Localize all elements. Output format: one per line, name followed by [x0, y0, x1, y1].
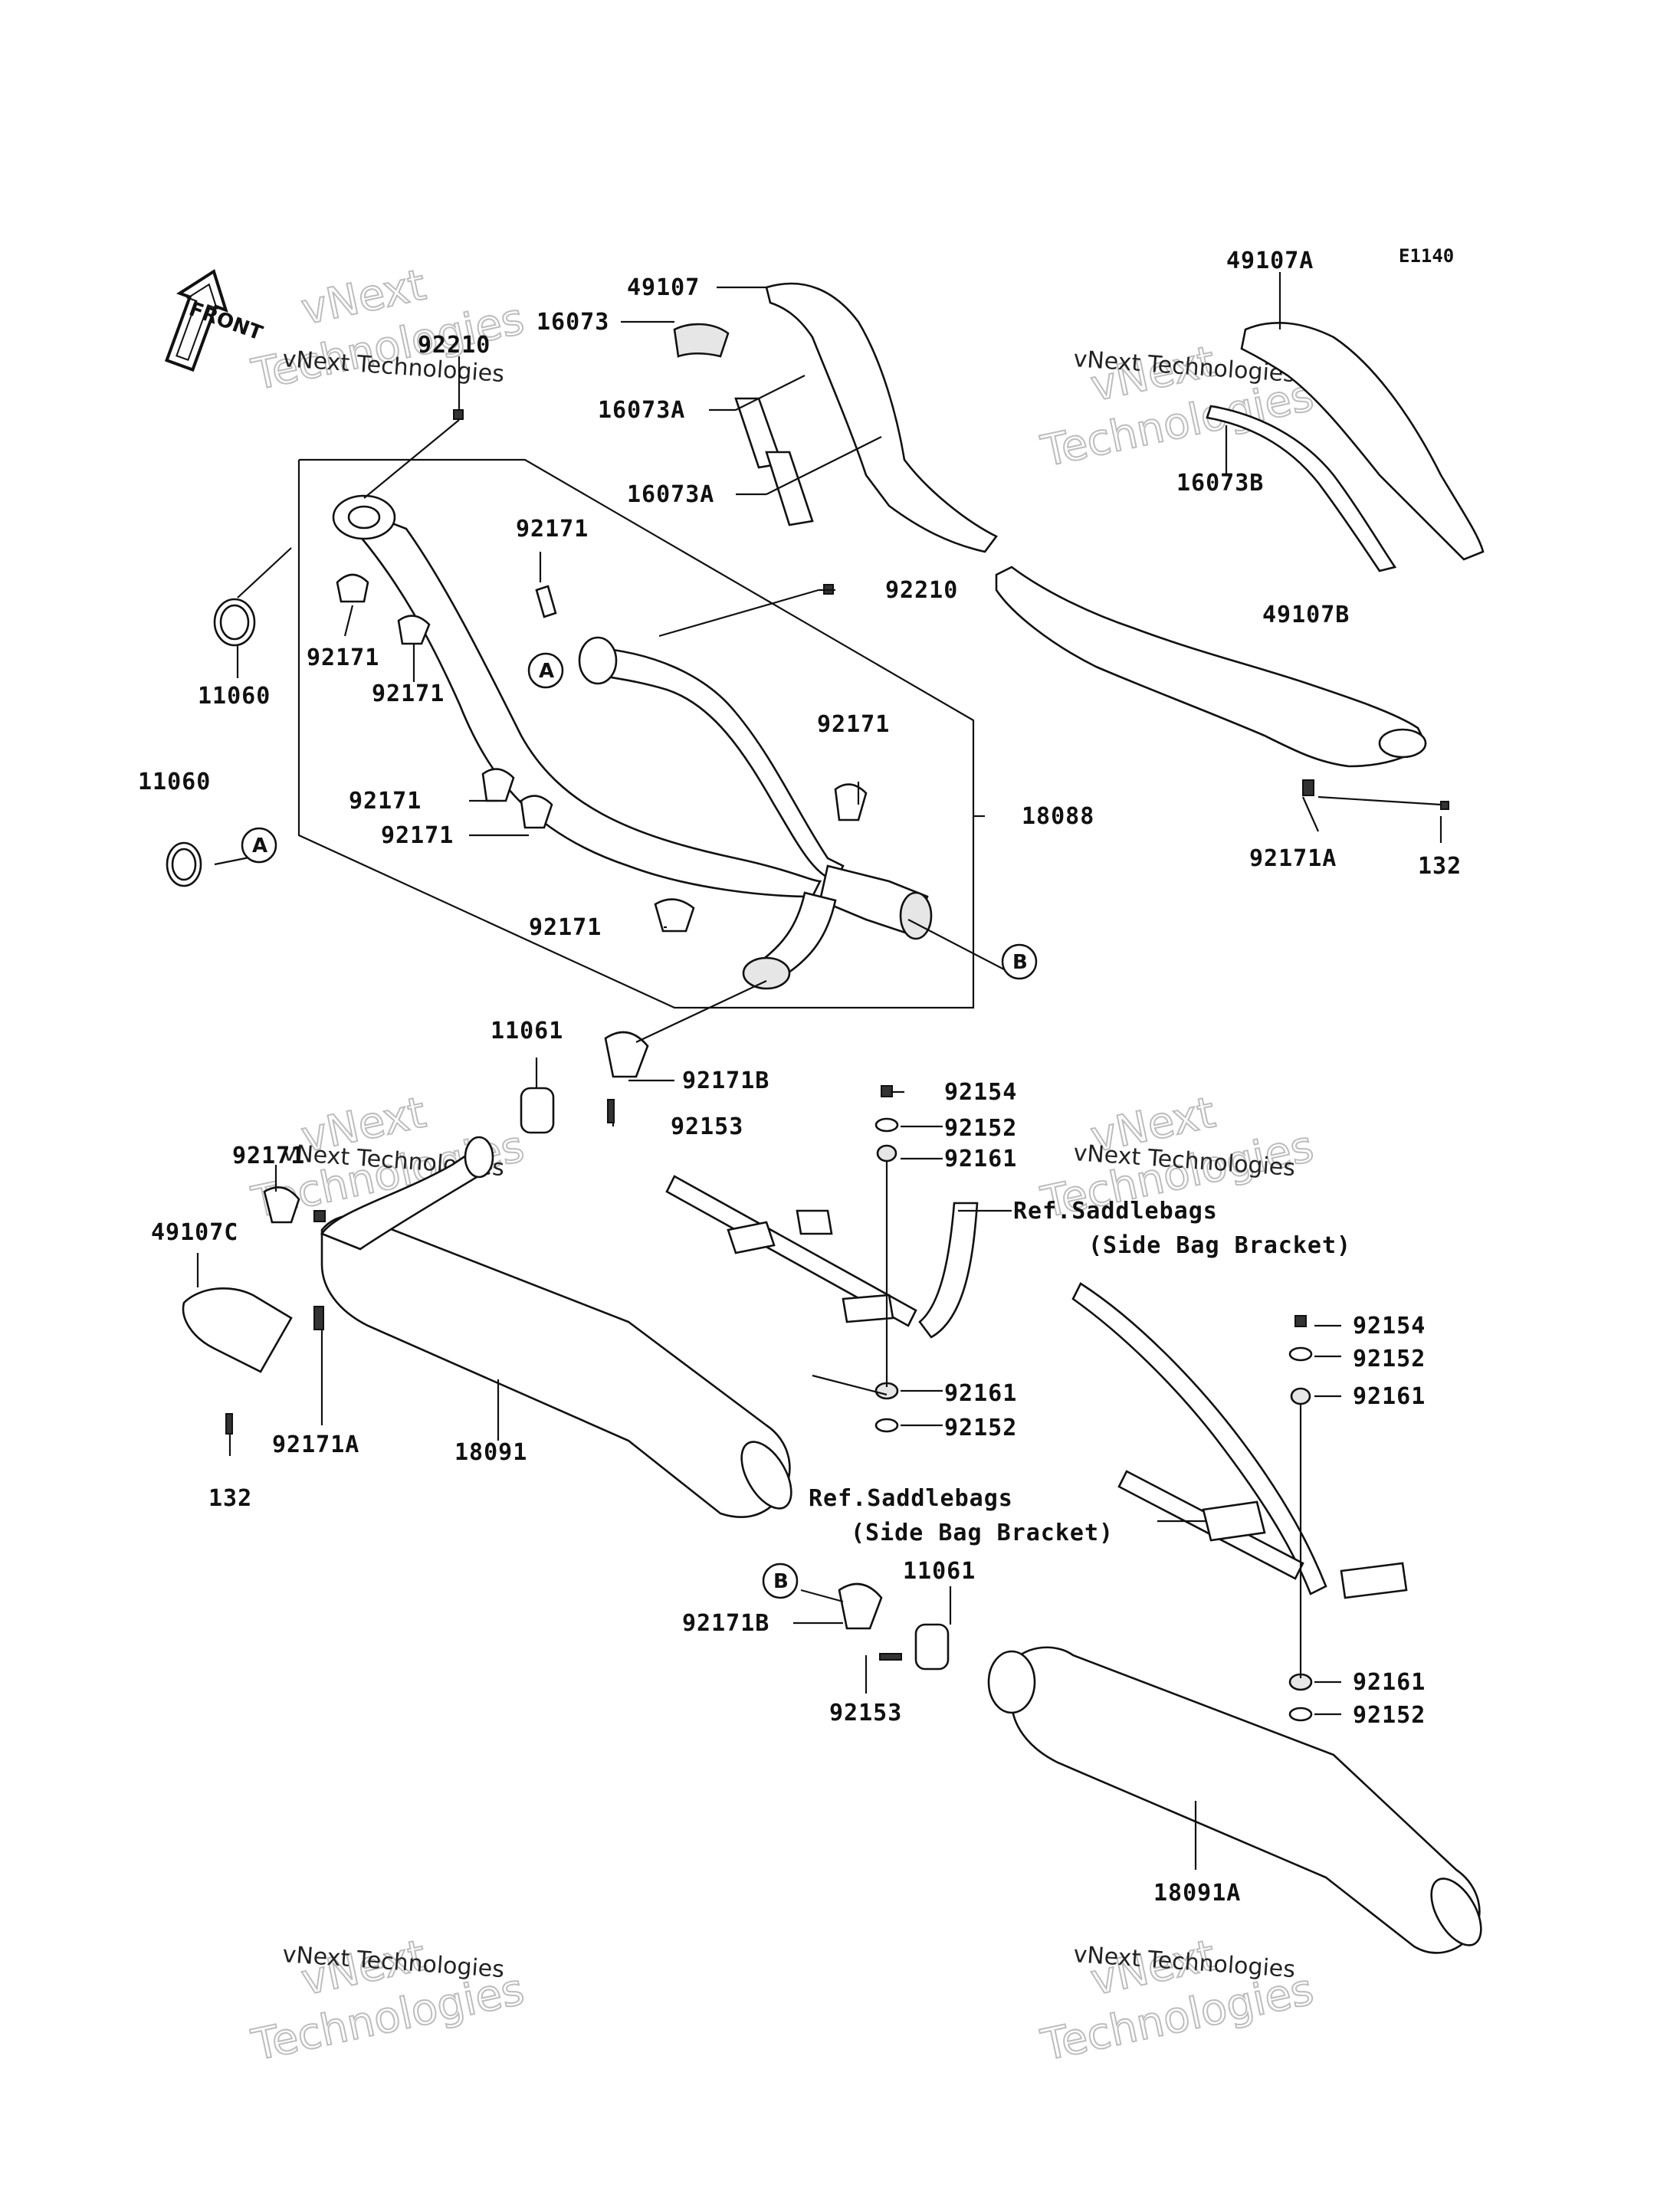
- muffler-18091A-inlet: [987, 1650, 1036, 1714]
- muffler-18091-tip: [740, 1441, 792, 1510]
- part-label: Ref.Saddlebags: [809, 1485, 1013, 1512]
- collar-11061-lower: [914, 1623, 950, 1671]
- part-label: 49107: [627, 274, 700, 301]
- part-label: 92161: [944, 1146, 1017, 1172]
- part-label: 92171: [817, 711, 890, 738]
- part-label: 92171: [381, 822, 454, 849]
- clamp-92171-muffler: [263, 1186, 300, 1224]
- svg-text:B: B: [1012, 951, 1028, 974]
- flange-hole: [347, 505, 381, 530]
- part-label: 11061: [903, 1558, 976, 1585]
- diagram-code: E1140: [1399, 245, 1454, 267]
- watermark-bottom-right: vNext Technologies: [1036, 1930, 1318, 2071]
- part-label: 132: [208, 1485, 252, 1512]
- nut-92210-upper: [453, 409, 464, 420]
- rear-pipe-inlet: [578, 636, 618, 685]
- part-label: 92152: [1353, 1702, 1426, 1729]
- part-label: 49107B: [1262, 602, 1350, 628]
- part-label: Ref.Saddlebags: [1013, 1198, 1218, 1225]
- callout-B-lower: B: [762, 1562, 799, 1599]
- gasket-inner: [171, 848, 197, 881]
- heat-guard-tip-16073: [673, 323, 730, 358]
- assembly-outline-18088: [297, 458, 975, 1009]
- part-label: 49107A: [1226, 248, 1314, 274]
- svg-text:A: A: [252, 835, 267, 857]
- part-label: 92171: [349, 788, 422, 815]
- part-label: 92171: [529, 914, 602, 941]
- front-arrow-icon: [165, 269, 228, 372]
- part-label: 92171A: [1249, 845, 1337, 872]
- part-label: 16073B: [1176, 470, 1264, 497]
- muffler-18091: [320, 1214, 791, 1518]
- outlet-left-end: [742, 956, 791, 990]
- heat-guard-pad-16073B: [1206, 405, 1397, 572]
- muffler-18091A-tip: [1430, 1877, 1482, 1946]
- part-label: 92161: [1353, 1669, 1426, 1696]
- part-label: 92152: [1353, 1346, 1426, 1372]
- part-label: 11060: [138, 769, 211, 795]
- part-label: 92171A: [272, 1431, 359, 1458]
- bracket-upper: [665, 1175, 979, 1339]
- collar-11061-upper: [520, 1087, 555, 1134]
- part-label: 92161: [1353, 1383, 1426, 1410]
- part-label: 92171B: [682, 1067, 769, 1094]
- part-label: 132: [1418, 853, 1462, 880]
- part-label: 16073A: [598, 397, 685, 424]
- part-label: 92210: [418, 332, 491, 359]
- part-label: 92171: [516, 516, 589, 543]
- clamp-92171B-lower: [838, 1582, 883, 1630]
- heat-guard-49107A: [1240, 322, 1485, 561]
- part-label: 92171: [372, 680, 445, 707]
- watermark-bottom-left: vNext Technologies: [247, 1930, 529, 2071]
- part-label: 92210: [885, 577, 958, 604]
- muffler-inlet-end: [464, 1136, 494, 1179]
- outlet-right-end: [899, 891, 933, 940]
- part-labels: 49107 16073 16073A 16073A 49107A 16073B …: [138, 248, 1462, 1907]
- part-label: (Side Bag Bracket): [851, 1520, 1114, 1546]
- callout-A-upper: A: [527, 652, 564, 689]
- part-label: 16073A: [627, 481, 714, 508]
- gasket-inner: [219, 604, 250, 641]
- muffler-cap-49107C: [182, 1287, 293, 1373]
- part-label: 92154: [944, 1079, 1017, 1106]
- part-label: 92171: [307, 644, 379, 671]
- clamp-92171B-upper: [604, 1031, 649, 1078]
- part-label: 92152: [944, 1415, 1017, 1441]
- leader-lines: [196, 272, 1442, 1870]
- hardware-group: [225, 779, 1449, 1722]
- part-label: (Side Bag Bracket): [1088, 1232, 1351, 1259]
- svg-text:A: A: [539, 660, 554, 683]
- part-label: 92171B: [682, 1610, 769, 1637]
- part-label: 18088: [1022, 803, 1094, 830]
- svg-text:B: B: [773, 1570, 789, 1593]
- part-label: 92152: [944, 1115, 1017, 1142]
- part-label: 92154: [1353, 1313, 1426, 1340]
- part-label: 11061: [491, 1018, 563, 1044]
- part-label: 92171: [232, 1143, 305, 1169]
- part-label: 92153: [829, 1700, 902, 1726]
- part-label: 92153: [671, 1113, 743, 1140]
- part-label: 16073: [536, 309, 609, 336]
- part-label: 18091A: [1153, 1880, 1241, 1907]
- part-label: 18091: [454, 1439, 527, 1466]
- rear-header-pipe: [589, 646, 845, 883]
- part-label: 11060: [198, 683, 271, 710]
- callout-B-upper: B: [1001, 943, 1038, 980]
- heat-guard-pad-16073A-2: [765, 451, 814, 526]
- callout-A-lower: A: [241, 827, 277, 864]
- part-label: 49107C: [151, 1219, 238, 1246]
- heat-guard-end: [1378, 728, 1427, 759]
- clamp-92171-group: [336, 573, 868, 933]
- heat-guard-49107: [765, 282, 998, 553]
- heat-guard-49107B: [995, 566, 1427, 768]
- part-label: 92161: [944, 1380, 1017, 1407]
